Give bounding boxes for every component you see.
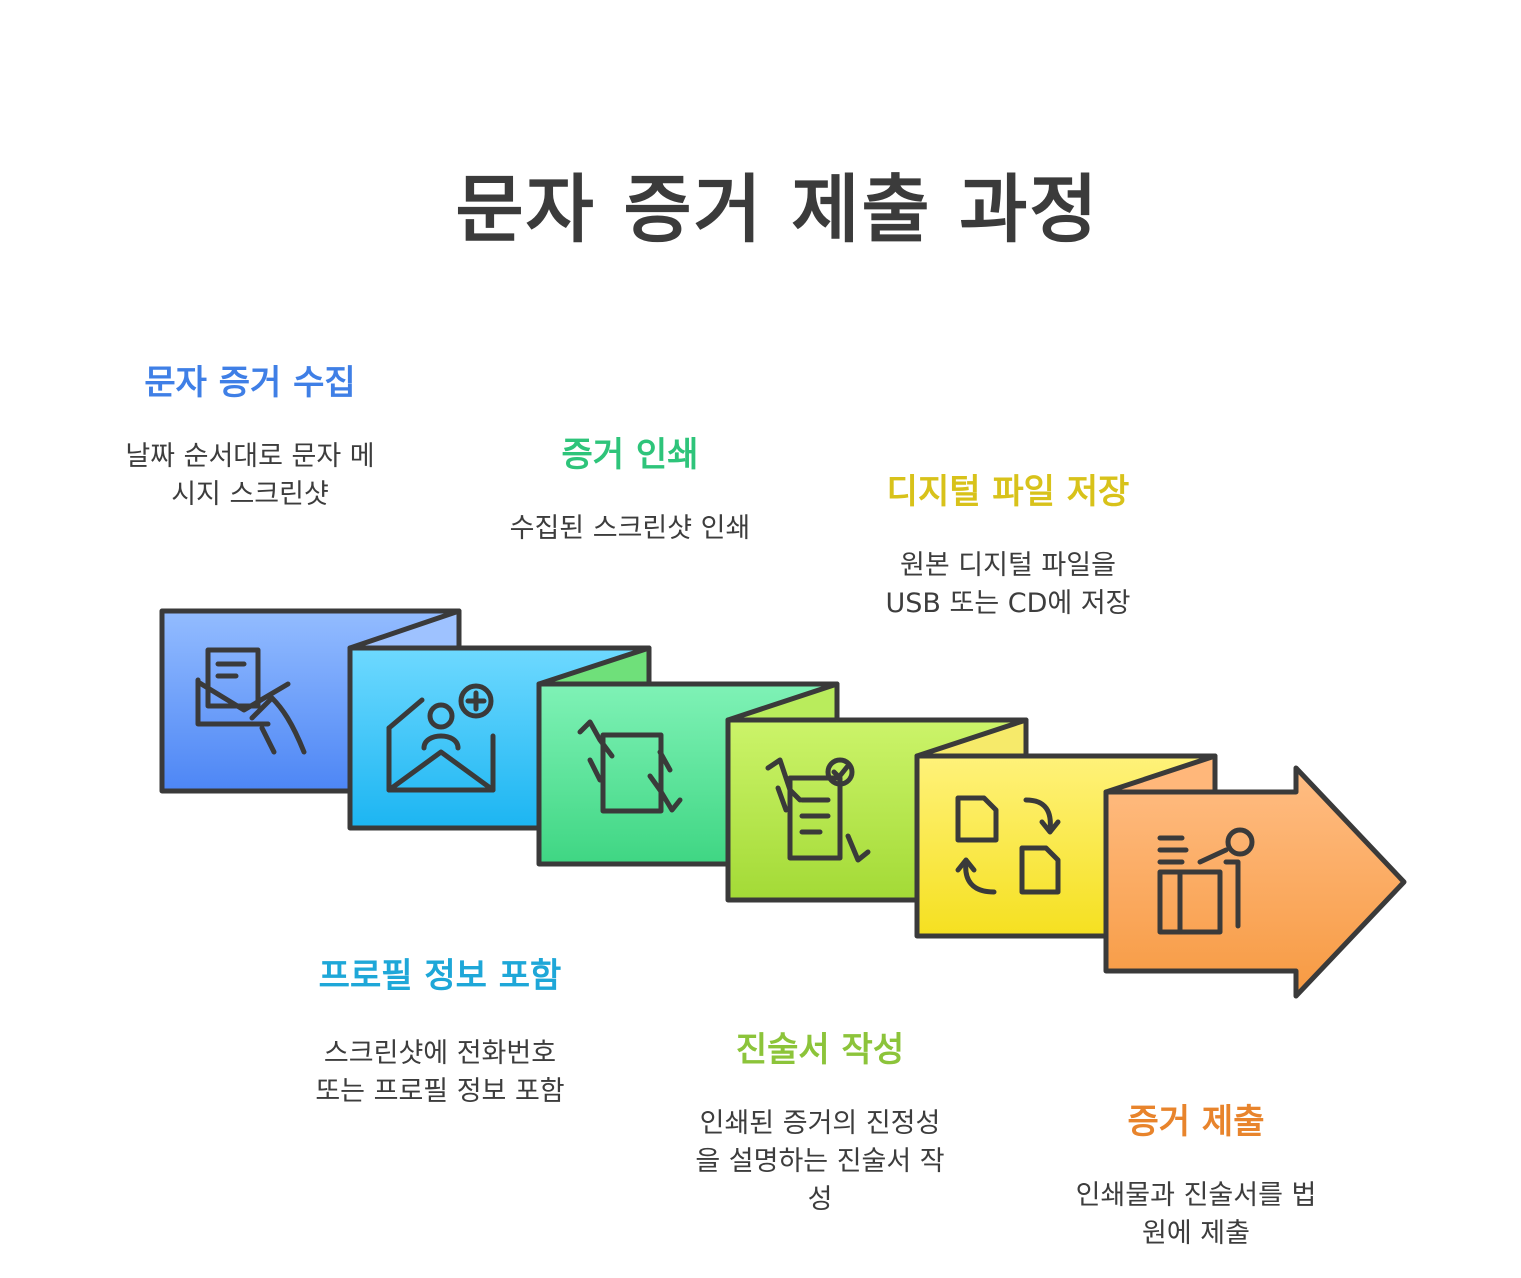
document-hands-icon <box>577 719 683 814</box>
step-4-desc-line-2: 을 설명하는 진술서 작 <box>695 1146 945 1177</box>
step-2-label: 프로필 정보 포함 스크린샷에 전화번호 또는 프로필 정보 포함 <box>290 948 590 1111</box>
step-2-title: 프로필 정보 포함 <box>318 956 562 996</box>
step-2-desc-line-2: 또는 프로필 정보 포함 <box>315 1076 565 1107</box>
step-2-desc-line-1: 스크린샷에 전화번호 <box>323 1038 557 1069</box>
step-5-label: 디지털 파일 저장 원본 디지털 파일을 USB 또는 CD에 저장 <box>848 464 1168 623</box>
step-5-desc-line-1: 원본 디지털 파일을 <box>900 550 1116 581</box>
step-1-label: 문자 증거 수집 날짜 순서대로 문자 메 시지 스크린샷 <box>100 355 400 514</box>
person-desk-icon <box>1157 827 1255 935</box>
checklist-hand-icon <box>765 757 871 863</box>
step-1-desc-line-1: 날짜 순서대로 문자 메 <box>125 441 375 472</box>
step-6-label: 증거 제출 인쇄물과 진술서를 법 원에 제출 <box>1046 1094 1346 1253</box>
step-3-desc-line-1: 수집된 스크린샷 인쇄 <box>509 513 751 544</box>
step-5-desc-line-2: USB 또는 CD에 저장 <box>885 588 1131 619</box>
page-title: 문자 증거 제출 과정 <box>455 167 1100 253</box>
step-4-label: 진술서 작성 인쇄된 증거의 진정성 을 설명하는 진술서 작 성 <box>670 1022 970 1219</box>
step-4-title: 진술서 작성 <box>735 1030 905 1070</box>
envelope-user-add-icon <box>386 683 496 793</box>
step-1-title: 문자 증거 수집 <box>144 363 356 403</box>
file-transfer-icon <box>955 795 1061 895</box>
step-6-arrow <box>1103 765 1407 999</box>
step-5-title: 디지털 파일 저장 <box>886 472 1130 512</box>
step-1-desc-line-2: 시지 스크린샷 <box>171 479 329 510</box>
step-3-label: 증거 인쇄 수집된 스크린샷 인쇄 <box>480 427 780 548</box>
step-6-title: 증거 제출 <box>1127 1102 1265 1142</box>
step-6-desc-line-1: 인쇄물과 진술서를 법 <box>1075 1180 1317 1211</box>
envelope-hand-icon <box>195 647 307 755</box>
step-4-desc-line-1: 인쇄된 증거의 진정성 <box>699 1108 941 1139</box>
step-4-desc-line-3: 성 <box>807 1184 833 1215</box>
step-3-title: 증거 인쇄 <box>561 435 699 475</box>
step-6-desc-line-2: 원에 제출 <box>1142 1218 1250 1249</box>
